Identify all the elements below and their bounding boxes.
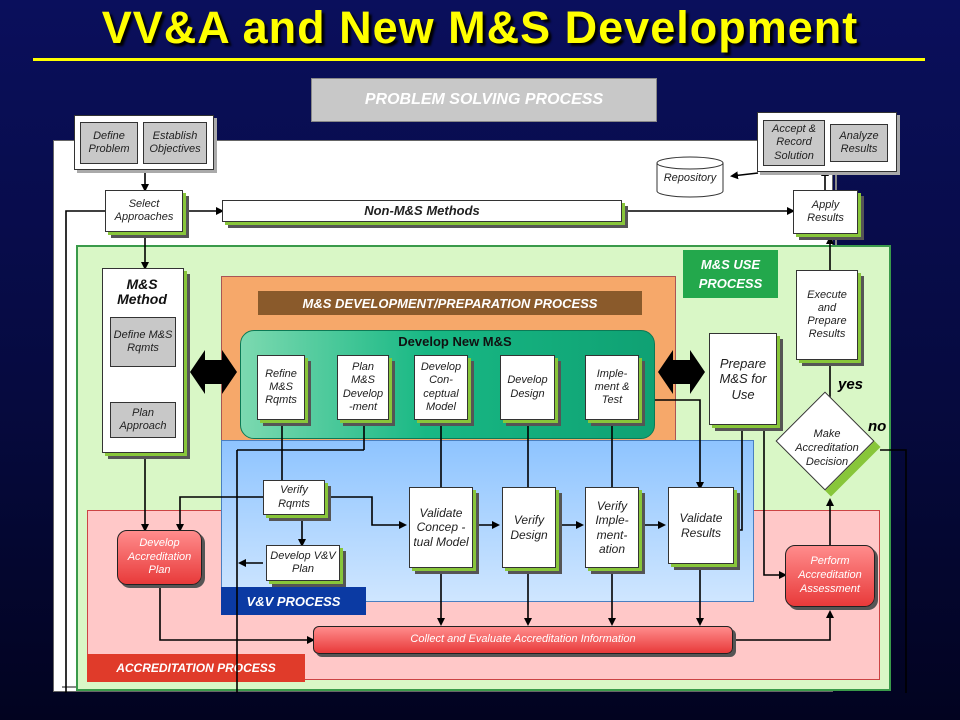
develop-vv-plan-label: Develop V&V Plan	[270, 549, 336, 575]
problem-solving-header-text: PROBLEM SOLVING PROCESS	[364, 91, 604, 108]
verify-implementation-box[interactable]: Verify Imple- ment- ation	[585, 487, 639, 568]
collect-evaluate-box[interactable]: Collect and Evaluate Accreditation Infor…	[313, 626, 733, 654]
no-label: no	[868, 418, 887, 435]
define-ms-rqmts-box[interactable]: Define M&S Rqmts	[110, 317, 176, 367]
validate-results-label: Validate Results	[679, 511, 723, 540]
verify-rqmts-label: Verify Rqmts	[278, 484, 310, 510]
validate-conceptual-box[interactable]: Validate Concep -tual Model	[409, 487, 473, 568]
define-ms-rqmts-label: Define M&S Rqmts	[113, 328, 173, 354]
ms-use-header-text: M&S USE PROCESS	[698, 256, 763, 292]
analyze-results-label: Analyze Results	[839, 129, 879, 155]
accept-record-label: Accept & Record Solution	[771, 123, 817, 162]
verify-design-box[interactable]: Verify Design	[502, 487, 556, 568]
establish-objectives-label: Establish Objectives	[149, 129, 201, 155]
title-underline	[33, 58, 925, 61]
select-approaches-label: Select Approaches	[114, 197, 174, 223]
execute-prepare-box[interactable]: Execute and Prepare Results	[796, 270, 858, 360]
prepare-ms-box[interactable]: Prepare M&S for Use	[709, 333, 777, 425]
accreditation-header-text: ACCREDITATION PROCESS	[116, 661, 276, 675]
ms-development-header-text: M&S DEVELOPMENT/PREPARATION PROCESS	[302, 295, 598, 311]
plan-ms-development-box[interactable]: Plan M&S Develop -ment	[337, 355, 389, 420]
prepare-ms-label: Prepare M&S for Use	[719, 355, 767, 402]
develop-vv-plan-box[interactable]: Develop V&V Plan	[266, 545, 340, 581]
analyze-results-box[interactable]: Analyze Results	[830, 124, 888, 162]
accreditation-header: ACCREDITATION PROCESS	[87, 654, 305, 682]
refine-ms-rqmts-box[interactable]: Refine M&S Rqmts	[257, 355, 305, 420]
ms-development-header: M&S DEVELOPMENT/PREPARATION PROCESS	[258, 291, 642, 315]
perform-acc-box[interactable]: Perform Accreditation Assessment	[785, 545, 875, 607]
decision-label: Make Accreditation Decision	[795, 428, 859, 468]
vv-header: V&V PROCESS	[221, 587, 366, 615]
repository-label: Repository	[663, 172, 717, 184]
vv-header-text: V&V PROCESS	[246, 593, 341, 609]
ms-use-header: M&S USE PROCESS	[683, 250, 778, 298]
problem-solving-header: PROBLEM SOLVING PROCESS	[311, 78, 657, 122]
execute-prepare-label: Execute and Prepare Results	[807, 288, 847, 341]
develop-acc-plan-label: Develop Accreditation Plan	[127, 536, 192, 577]
plan-ms-development-label: Plan M&S Develop -ment	[342, 361, 384, 413]
verify-implementation-label: Verify Imple- ment- ation	[595, 498, 629, 556]
develop-acc-plan-box[interactable]: Develop Accreditation Plan	[117, 530, 202, 585]
define-problem-label: Define Problem	[88, 129, 130, 155]
verify-rqmts-box[interactable]: Verify Rqmts	[263, 480, 325, 515]
apply-results-box[interactable]: Apply Results	[793, 190, 858, 234]
yes-label: yes	[838, 376, 864, 393]
repository-cylinder[interactable]: Repository	[656, 156, 724, 198]
establish-objectives-box[interactable]: Establish Objectives	[143, 122, 207, 164]
verify-design-label: Verify Design	[510, 513, 548, 542]
implement-test-box[interactable]: Imple- ment & Test	[585, 355, 639, 420]
perform-acc-label: Perform Accreditation Assessment	[798, 555, 862, 595]
refine-ms-rqmts-label: Refine M&S Rqmts	[265, 367, 297, 407]
develop-design-box[interactable]: Develop Design	[500, 355, 555, 420]
develop-conceptual-model-box[interactable]: Develop Con- ceptual Model	[414, 355, 468, 420]
page-title: VV&A and New M&S Development	[101, 2, 859, 53]
repository-cylinder-icon	[656, 156, 724, 198]
develop-new-header: Develop New M&S	[380, 332, 530, 350]
non-ms-methods-box[interactable]: Non-M&S Methods	[222, 200, 622, 222]
select-approaches-box[interactable]: Select Approaches	[105, 190, 183, 232]
develop-design-label: Develop Design	[507, 374, 548, 400]
validate-results-box[interactable]: Validate Results	[668, 487, 734, 564]
plan-approach-label: Plan Approach	[119, 406, 167, 432]
ms-method-title: M&S Method	[117, 276, 167, 308]
accept-record-box[interactable]: Accept & Record Solution	[763, 120, 825, 166]
define-problem-box[interactable]: Define Problem	[80, 122, 138, 164]
validate-conceptual-label: Validate Concep -tual Model	[413, 505, 469, 549]
apply-results-label: Apply Results	[807, 198, 844, 224]
develop-conceptual-model-label: Develop Con- ceptual Model	[420, 361, 462, 413]
collect-evaluate-label: Collect and Evaluate Accreditation Infor…	[410, 633, 636, 646]
develop-new-header-text: Develop New M&S	[398, 333, 512, 349]
implement-test-label: Imple- ment & Test	[594, 367, 630, 407]
plan-approach-box[interactable]: Plan Approach	[110, 402, 176, 438]
non-ms-methods-label: Non-M&S Methods	[364, 203, 480, 219]
